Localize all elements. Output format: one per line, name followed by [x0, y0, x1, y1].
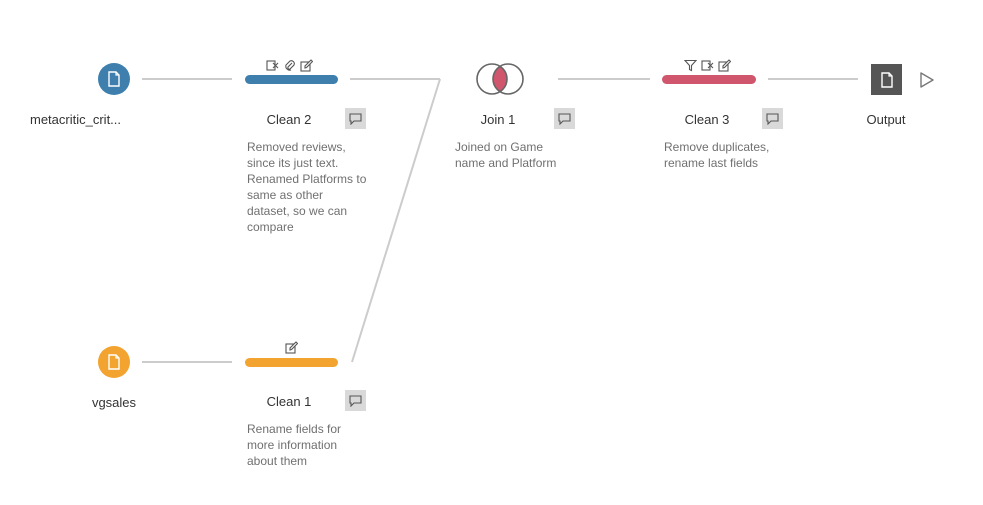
clean2-label: Clean 2: [266, 112, 312, 127]
paperclip-icon: [283, 59, 296, 72]
join1-description: Joined on Game name and Platform: [455, 140, 557, 170]
comment-icon: [558, 112, 571, 125]
clean1-description: Rename fields for more information about…: [247, 422, 342, 468]
input-node-vgsales[interactable]: [98, 346, 130, 378]
run-output-button[interactable]: [919, 71, 935, 94]
join1-label: Join 1: [480, 112, 516, 127]
clean3-comment-button[interactable]: [762, 108, 783, 129]
clean2-step-bar[interactable]: [245, 75, 338, 84]
remove-field-icon: [701, 59, 714, 72]
clean3-step-bar[interactable]: [662, 75, 756, 84]
comment-icon: [766, 112, 779, 125]
comment-icon: [349, 394, 362, 407]
output-label: Output: [866, 112, 906, 127]
clean1-label: Clean 1: [266, 394, 312, 409]
comment-icon: [349, 112, 362, 125]
document-icon: [880, 71, 893, 88]
input-node-vgsales-label: vgsales: [91, 395, 137, 410]
clean2-description: Removed reviews, since its just text. Re…: [247, 140, 367, 234]
link-clean1-join1: [351, 78, 441, 363]
edit-icon: [285, 340, 298, 354]
input-node-metacritic[interactable]: [98, 63, 130, 95]
play-icon: [920, 72, 934, 88]
clean3-label: Clean 3: [684, 112, 730, 127]
filter-icon: [684, 59, 697, 72]
clean1-step-bar[interactable]: [245, 358, 338, 367]
input-node-metacritic-label: metacritic_crit...: [30, 112, 122, 127]
clean2-tool-icons: [266, 58, 313, 72]
document-icon: [108, 71, 120, 87]
join1-comment-button[interactable]: [554, 108, 575, 129]
clean3-description: Remove duplicates, rename last fields: [664, 140, 770, 170]
clean3-tool-icons: [684, 58, 731, 72]
output-node[interactable]: [871, 64, 902, 95]
clean2-comment-button[interactable]: [345, 108, 366, 129]
clean1-comment-button[interactable]: [345, 390, 366, 411]
edit-icon: [718, 58, 731, 72]
join1-node[interactable]: [475, 62, 525, 96]
edit-icon: [300, 58, 313, 72]
inner-join-icon: [476, 63, 524, 95]
remove-field-icon: [266, 59, 279, 72]
clean1-tool-icons: [285, 340, 298, 354]
document-icon: [108, 354, 120, 370]
